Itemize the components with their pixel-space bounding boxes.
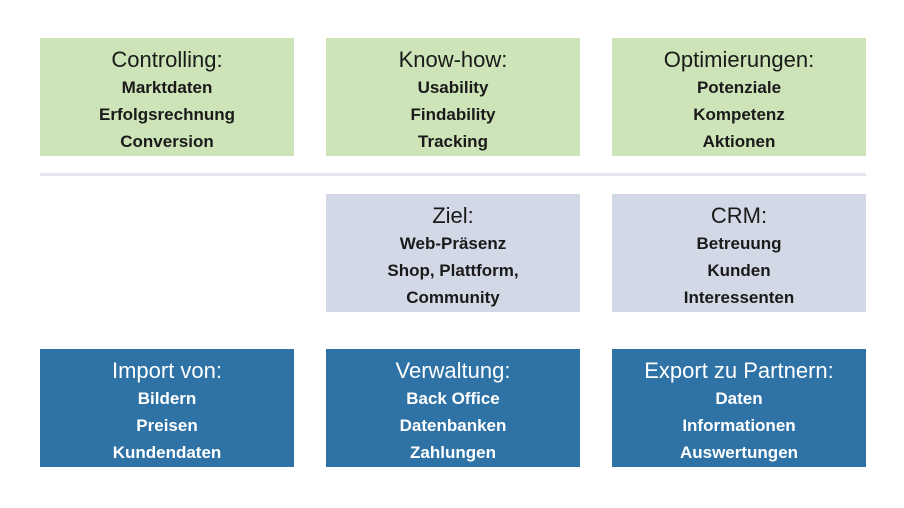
box-item: Daten [715,389,763,408]
box-export: Export zu Partnern: Daten Informationen … [612,349,866,467]
box-item: Marktdaten [121,78,213,97]
box-item: Informationen [682,416,796,435]
box-crm: CRM: Betreuung Kunden Interessenten [612,194,866,312]
box-item: Aktionen [702,132,776,151]
divider-line [40,173,866,176]
box-item: Datenbanken [399,416,507,435]
box-item: Kompetenz [693,105,785,124]
box-item: Potenziale [696,78,782,97]
box-title: CRM: [710,203,768,228]
box-title: Import von: [111,358,223,383]
box-item: Auswertungen [679,443,799,462]
box-title: Controlling: [111,47,223,72]
box-title: Export zu Partnern: [644,358,834,383]
box-item: Interessenten [683,288,795,307]
box-title: Verwaltung: [395,358,511,383]
box-item: Usability [417,78,489,97]
box-verwaltung: Verwaltung: Back Office Datenbanken Zahl… [326,349,580,467]
box-item: Kunden [707,261,771,280]
box-import: Import von: Bildern Preisen Kundendaten [40,349,294,467]
box-item: Preisen [136,416,198,435]
box-controlling: Controlling: Marktdaten Erfolgsrechnung … [40,38,294,156]
box-item: Zahlungen [410,443,496,462]
box-item: Bildern [137,389,197,408]
box-title: Optimierungen: [663,47,815,72]
box-item: Tracking [418,132,488,151]
box-item: Community [406,288,500,307]
box-title: Know-how: [398,47,508,72]
box-item: Shop, Plattform, [387,261,519,280]
box-item: Web-Präsenz [399,234,507,253]
box-item: Betreuung [696,234,782,253]
box-know-how: Know-how: Usability Findability Tracking [326,38,580,156]
box-item: Erfolgsrechnung [98,105,235,124]
box-item: Back Office [406,389,500,408]
box-title: Ziel: [432,203,474,228]
box-optimierungen: Optimierungen: Potenziale Kompetenz Akti… [612,38,866,156]
box-ziel: Ziel: Web-Präsenz Shop, Plattform, Commu… [326,194,580,312]
box-item: Kundendaten [112,443,222,462]
box-item: Findability [410,105,496,124]
box-item: Conversion [120,132,214,151]
